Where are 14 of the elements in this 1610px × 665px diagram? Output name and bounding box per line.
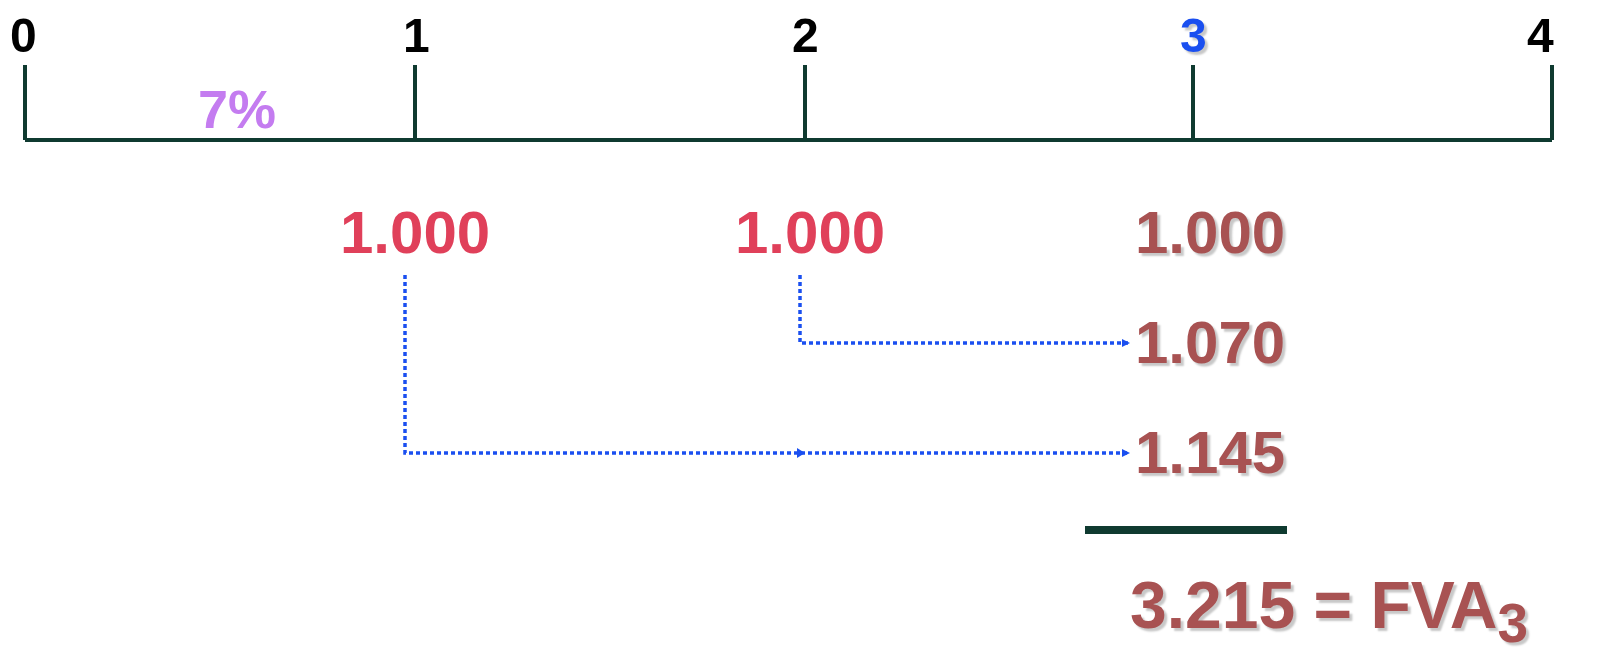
value-text: 1.000 <box>1135 203 1286 263</box>
tick-label: 4 <box>1527 12 1554 60</box>
value-text: 1.000 <box>735 203 886 263</box>
value-text: 1.070 <box>1135 313 1286 373</box>
tick-label: 1 <box>403 12 430 60</box>
value-text: 1.145 <box>1135 423 1286 483</box>
total-text: 3.215 = FVA$_{3}$ <box>1130 572 1529 652</box>
tick-label: 3 <box>1180 12 1207 60</box>
tick-label: 0 <box>10 12 37 60</box>
dotted-arrow <box>798 275 1130 347</box>
rate-label: 7% <box>198 82 277 136</box>
tick-label: 2 <box>792 12 819 60</box>
value-text: 1.000 <box>340 203 491 263</box>
dotted-arrow <box>403 275 1130 457</box>
